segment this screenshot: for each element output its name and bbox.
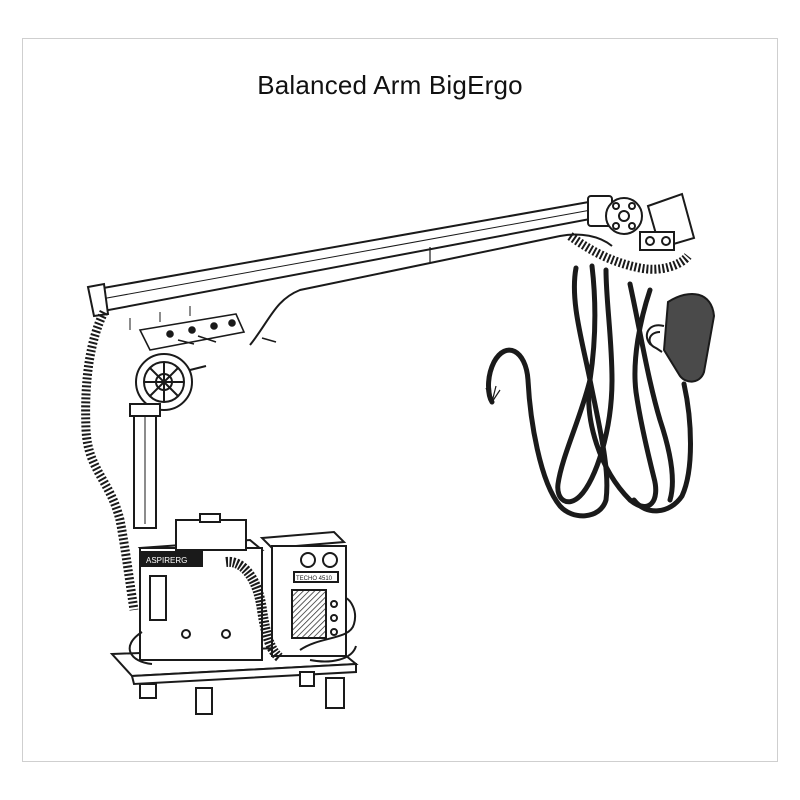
vertical-mast (129, 403, 161, 529)
wire-feeder-unit (137, 513, 265, 661)
left-conduit (81, 309, 139, 611)
mounting-plate (138, 313, 277, 351)
welding-power-source (259, 530, 347, 657)
diagram-title: Balanced Arm BigErgo (257, 70, 523, 100)
welding-gun (645, 293, 716, 383)
cable-end-brush (485, 383, 501, 403)
head-conduit (567, 232, 692, 274)
feeder-brand-label: ASPIRERG (146, 556, 187, 565)
boom-cable (249, 233, 613, 346)
base-cables (128, 597, 357, 665)
diagram-title-wrap: Balanced Arm BigErgo (0, 70, 800, 101)
welder-model-label: TECHO 4510 (296, 576, 333, 582)
hanging-cables (486, 263, 693, 519)
pivot-wheel (135, 353, 207, 411)
corrugated-hose (225, 556, 284, 662)
arm-head (587, 192, 696, 251)
boom-arm (86, 198, 608, 330)
